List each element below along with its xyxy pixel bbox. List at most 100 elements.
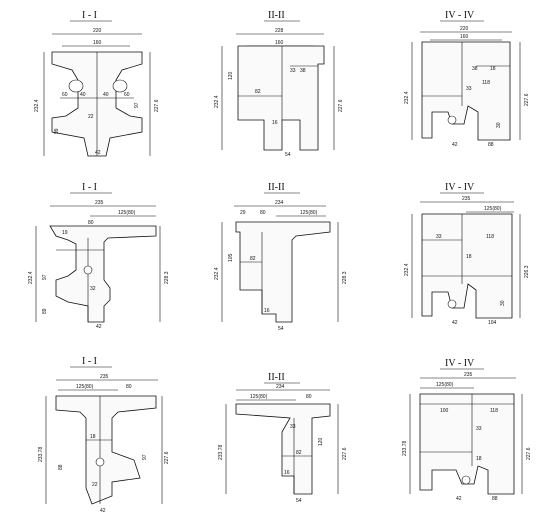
panel-6-dim-b: 33 [436, 234, 442, 240]
panel-9-dim-a: 100 [440, 408, 449, 414]
panel-8-dim-b: 120 [318, 437, 324, 446]
panel-3-dim-right: 227.6 [524, 93, 530, 106]
panel-7-title: I - I [82, 356, 97, 367]
panel-5-dim-top: 234 [275, 200, 284, 206]
panel-9-dim-e: 88 [492, 496, 498, 502]
panel-2-dim-e: 16 [272, 120, 278, 126]
panel-5-dim-left: 232.4 [214, 267, 220, 280]
panel-8-dim-mid: 125(80) [250, 394, 268, 400]
panel-8-section [235, 403, 331, 495]
panel-3-dim-e: 88 [488, 142, 494, 148]
panel-6-dim-left: 232.4 [404, 263, 410, 276]
panel-6-dim-right: 226.3 [524, 265, 530, 278]
panel-5-dim-e: 29 [240, 210, 246, 216]
panel-7-dim-c: 88 [58, 464, 64, 470]
panel-7-dim-f: 22 [92, 482, 98, 488]
panel-3-dim-top: 220 [460, 26, 469, 32]
panel-1-dim-right: 227.6 [154, 99, 160, 112]
panel-7: I - I 235 125(80) 80 18 22 42 233.78 88 … [38, 356, 170, 514]
panel-2-section [237, 45, 325, 151]
panel-6-dim-mid: 125(80) [484, 206, 502, 212]
panel-9-dim-c: 33 [476, 426, 482, 432]
panel-7-dim-b: 97 [142, 454, 148, 460]
panel-2-dim-f: 54 [285, 152, 291, 158]
panel-7-dim-left: 233.78 [38, 446, 44, 462]
panel-8-dim-f: 16 [284, 470, 290, 476]
panel-2-dim-c: 33 [290, 68, 296, 74]
panel-4-dim-e: 32 [90, 286, 96, 292]
panel-2: II-II 228 160 33 38 82 16 54 232.4 120 2… [214, 10, 344, 158]
panel-3-dim-a: 118 [482, 80, 490, 86]
panel-2-dim-d: 38 [300, 68, 306, 74]
panel-9-dim-b: 118 [490, 408, 498, 414]
panel-5-section [235, 221, 331, 323]
panel-6-dim-d: 42 [452, 320, 458, 326]
panel-1-dim-left: 232.4 [34, 99, 40, 112]
panel-6-dim-top: 235 [462, 196, 471, 202]
panel-8-dim-c: 82 [296, 450, 302, 456]
panel-8-dim-e: 33 [290, 424, 296, 430]
panel-3-dim-d: 42 [452, 142, 458, 148]
panel-9-dim-right: 227.6 [526, 447, 532, 460]
panel-3-dim-f: 30 [496, 122, 502, 128]
panel-6-dim-f: 30 [500, 300, 506, 306]
panel-8-dim-left: 233.78 [218, 444, 224, 460]
panel-1-dim-f: 42 [95, 150, 101, 156]
panel-5-dim-mid: 125(80) [300, 210, 318, 216]
panel-3-dim-g: 38 [472, 66, 478, 72]
panel-6-dim-e: 104 [488, 320, 497, 326]
panel-8: II-II 234 125(80) 80 33 82 16 54 233.78 … [218, 372, 348, 504]
panel-8-title: II-II [268, 372, 285, 383]
panel-5-dim-right: 228.3 [342, 271, 348, 284]
panel-1-dim-top: 220 [93, 28, 102, 34]
panel-1-dim-c: 60 [62, 92, 68, 98]
panel-5-dim-d: 54 [278, 326, 284, 332]
panel-4: I - I 235 125(80) 80 42 32 19 232.4 97 8… [28, 182, 170, 330]
panel-3-dim-b: 33 [466, 86, 472, 92]
panel-9-dim-d: 42 [456, 496, 462, 502]
panel-3-title: IV - IV [445, 10, 475, 21]
panel-9-title: IV - IV [445, 358, 475, 369]
panel-7-dim-e: 18 [90, 434, 96, 440]
panel-5-dim-a: 80 [260, 210, 266, 216]
panel-2-dim-left: 232.4 [214, 95, 220, 108]
panel-3: IV - IV 220 160 38 18 118 33 42 88 30 23… [404, 10, 530, 148]
panel-7-dim-d: 42 [100, 508, 106, 514]
panel-9-dim-mid: 125(80) [436, 382, 454, 388]
panel-7-dim-a: 80 [126, 384, 132, 390]
panel-6-dim-a: 118 [486, 234, 494, 240]
panel-2-dim-b: 82 [255, 89, 261, 95]
panel-4-dim-right: 228.3 [164, 271, 170, 284]
panel-2-dim-mid: 160 [275, 40, 284, 46]
panel-1-dim-d: 60 [124, 92, 130, 98]
panel-6-dim-c: 18 [466, 254, 472, 260]
panel-8-dim-top: 234 [276, 384, 285, 390]
panel-9-dim-left: 233.78 [402, 440, 408, 456]
panel-3-section [421, 41, 511, 141]
panel-4-dim-a: 80 [88, 220, 94, 226]
panel-4-section [49, 225, 157, 323]
panel-1-dim-h: 97 [134, 102, 140, 108]
panel-9-dim-f: 18 [476, 456, 482, 462]
panel-6: IV - IV 235 125(80) 33 18 118 42 104 30 … [404, 182, 530, 326]
panel-9-dim-top: 235 [464, 372, 473, 378]
panel-1-title: I - I [82, 10, 97, 21]
panel-5: II-II 234 125(80) 29 80 82 16 54 232.4 1… [214, 182, 348, 332]
panel-2-dim-a: 120 [228, 71, 234, 80]
panel-7-dim-mid: 125(80) [76, 384, 94, 390]
panel-7-section [55, 395, 157, 505]
panel-8-dim-d: 54 [296, 498, 302, 504]
panel-5-dim-b: 105 [228, 253, 234, 262]
panel-6-section [421, 213, 513, 319]
panel-4-dim-d: 42 [96, 324, 102, 330]
panel-2-dim-right: 227.6 [338, 99, 344, 112]
panel-4-dim-f: 19 [62, 230, 68, 236]
panel-4-dim-mid: 125(80) [118, 210, 136, 216]
panel-5-title: II-II [268, 182, 285, 193]
panel-1-dim-a: 40 [80, 92, 86, 98]
panel-3-dim-mid: 160 [460, 34, 469, 40]
panel-8-dim-a: 80 [306, 394, 312, 400]
panel-3-dim-c: 18 [490, 66, 496, 72]
panel-4-title: I - I [82, 182, 97, 193]
